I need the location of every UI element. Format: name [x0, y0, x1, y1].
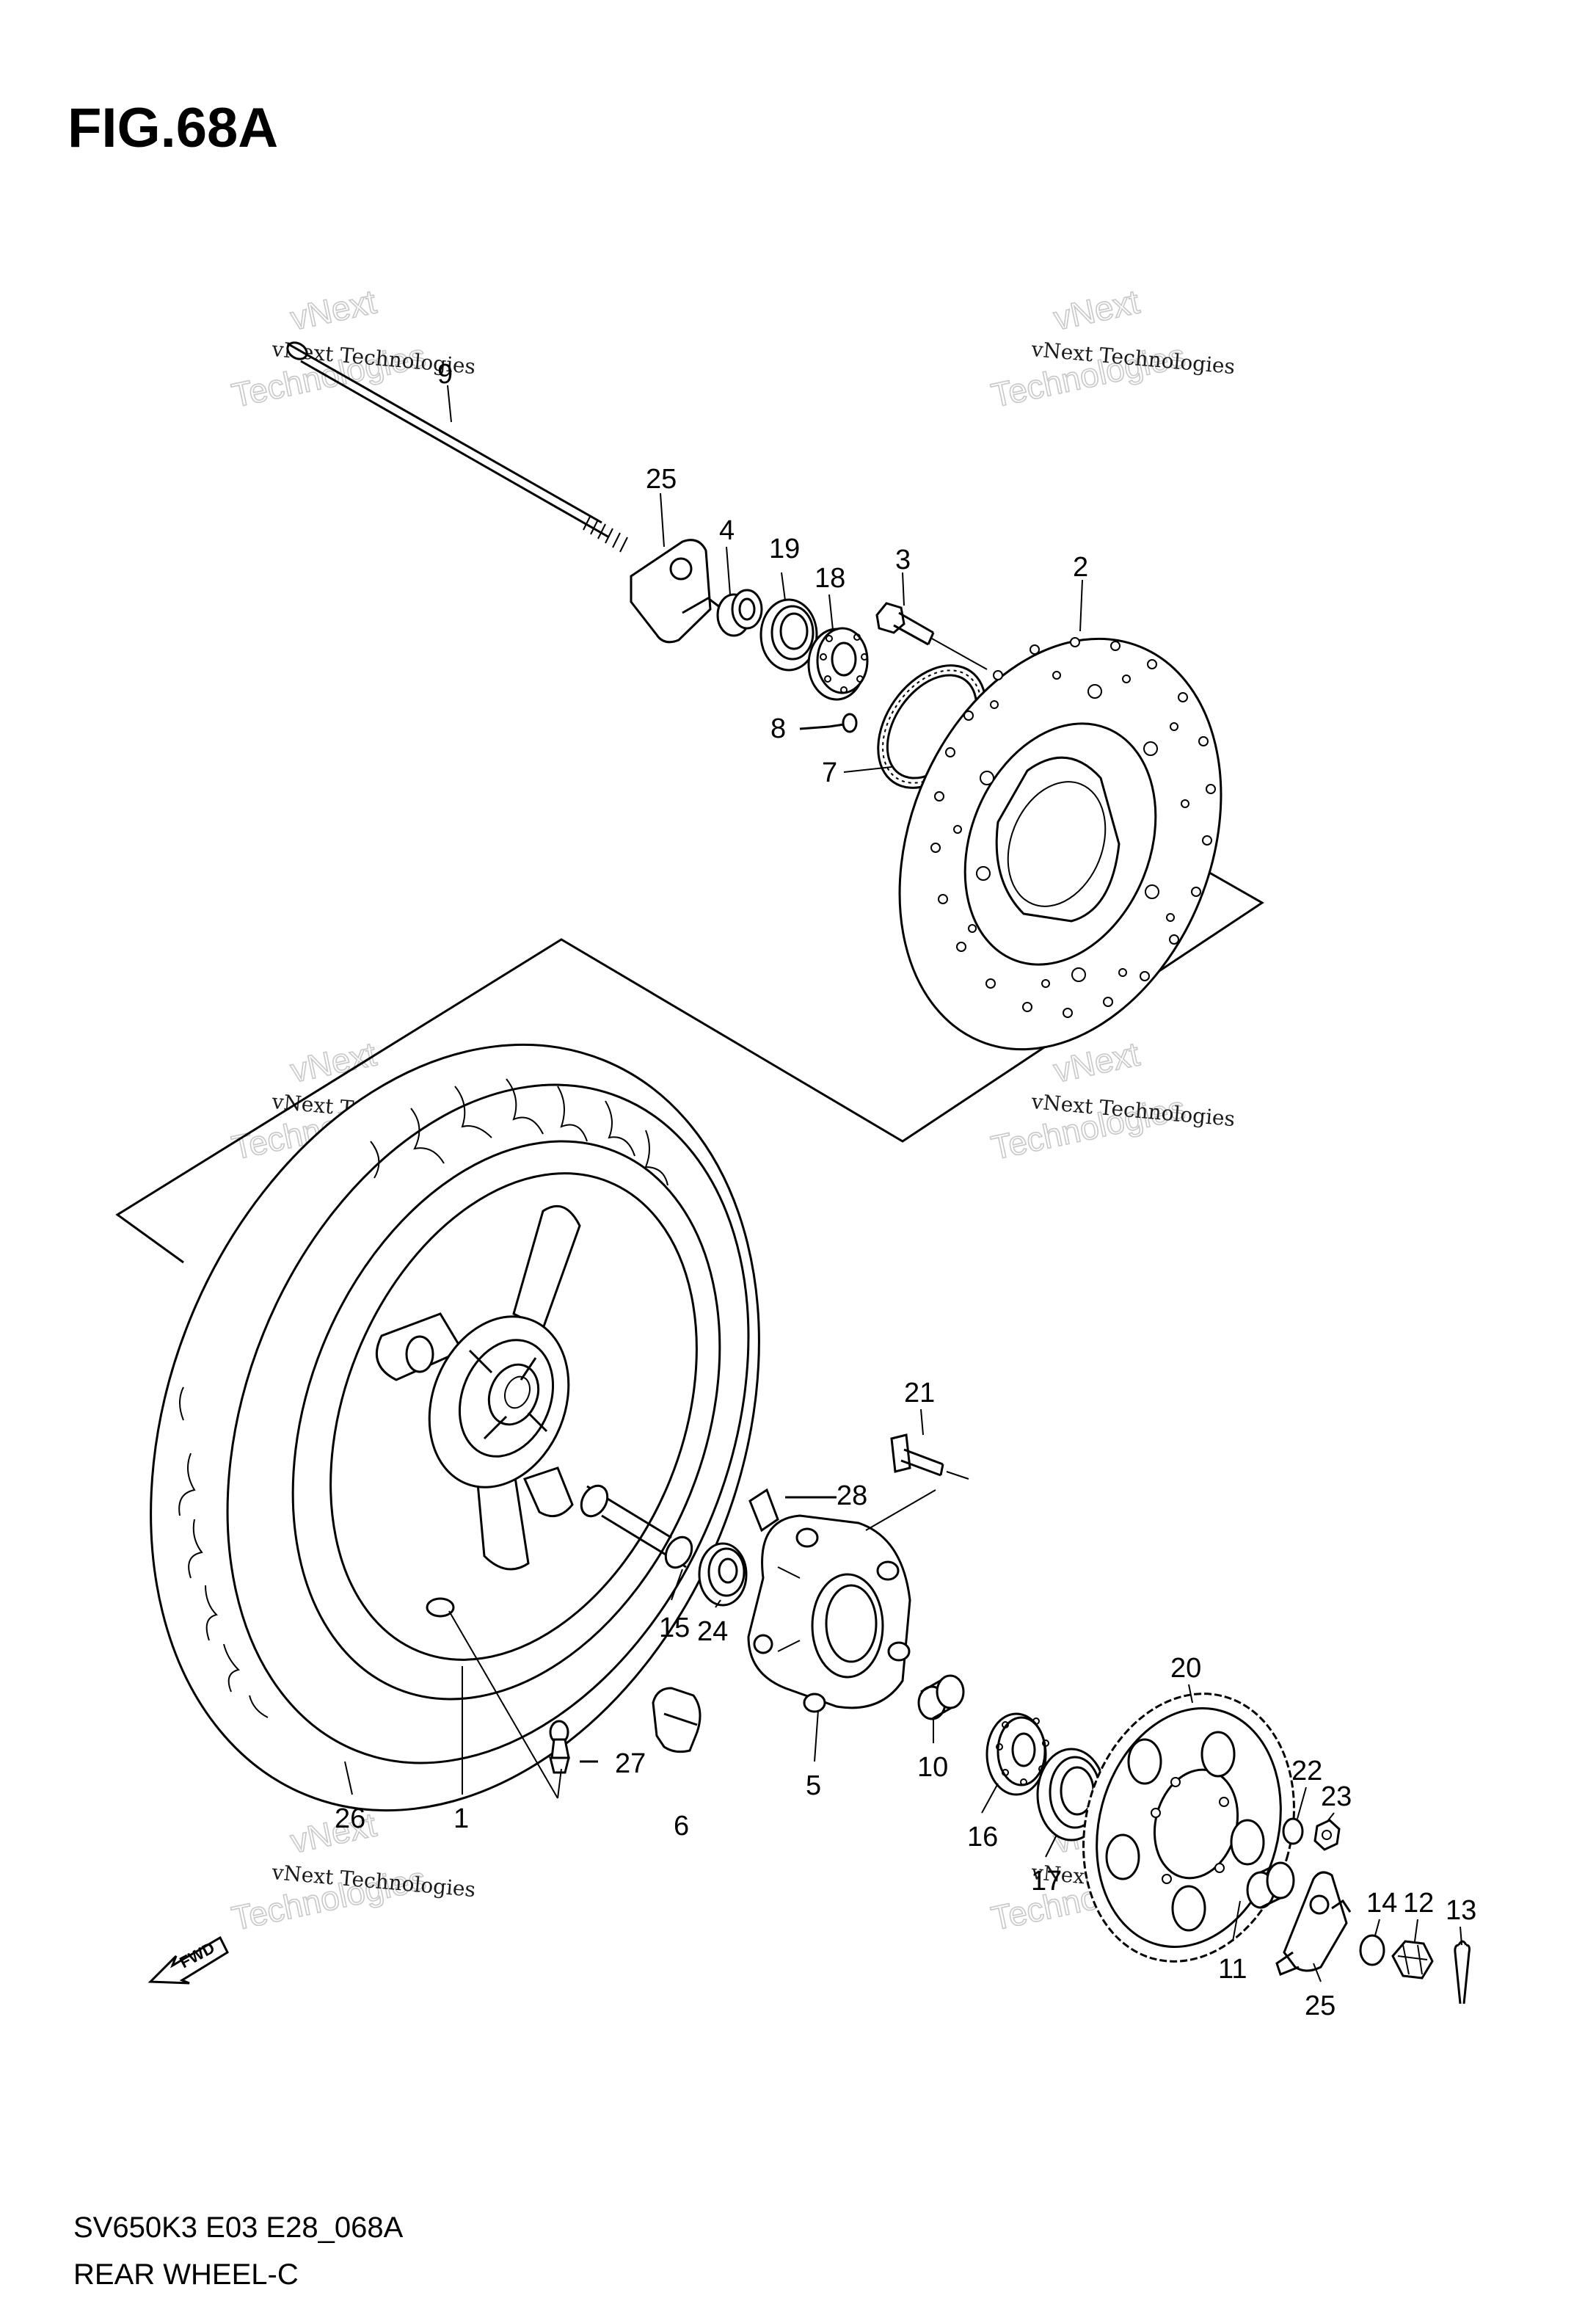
leader-lines [344, 385, 1462, 1982]
svg-text:vNext: vNext [287, 1805, 379, 1860]
svg-text:vNext: vNext [1050, 282, 1143, 337]
callout-19: 19 [769, 534, 800, 564]
disc-bolt-3 [875, 602, 988, 670]
screw-8 [799, 713, 858, 733]
callout-15: 15 [659, 1613, 690, 1643]
callout-1: 1 [453, 1803, 469, 1834]
oil-seal-19 [759, 598, 818, 672]
axle-plate-left [630, 539, 712, 644]
spacer-4 [716, 589, 763, 637]
callout-labels: 9 25 4 19 18 3 2 8 7 21 28 15 24 5 27 6 … [335, 359, 1476, 2021]
callout-14: 14 [1366, 1888, 1397, 1919]
wheel-1 [291, 1140, 721, 1701]
callout-11: 11 [1218, 1954, 1247, 1985]
valve-27 [549, 1720, 598, 1774]
spacer-10 [917, 1674, 965, 1720]
callout-28: 28 [837, 1480, 867, 1511]
svg-text:vNext: vNext [287, 282, 379, 337]
callout-27: 27 [615, 1748, 646, 1779]
axle-plate-right [1275, 1871, 1352, 1976]
callout-8: 8 [770, 713, 786, 744]
bearing-16 [985, 1712, 1049, 1796]
figure-name: REAR WHEEL-C [73, 2258, 299, 2291]
callout-4: 4 [719, 515, 735, 546]
callout-24: 24 [697, 1616, 728, 1647]
callout-21: 21 [904, 1378, 935, 1408]
sprocket-drum-5 [747, 1489, 936, 1713]
callout-16: 16 [967, 1822, 998, 1853]
spacer-11 [1246, 1861, 1295, 1909]
spacer-15 [580, 1484, 693, 1569]
bearing-18 [807, 627, 869, 701]
callout-18: 18 [815, 563, 845, 594]
figure-code: SV650K3 E03 E28_068A [73, 2211, 404, 2244]
callout-22: 22 [1291, 1756, 1322, 1786]
watermark-top-right: vNext Technologies vNext Technologies [987, 282, 1236, 415]
bearing-24 [698, 1542, 748, 1607]
washer-14 [1359, 1934, 1385, 1966]
callout-6: 6 [674, 1811, 689, 1842]
callout-7: 7 [822, 757, 837, 788]
cushion-6 [652, 1687, 702, 1753]
watermark-mid-right: vNext Technologies vNext Technologies [987, 1034, 1236, 1168]
watermark-top-left: vNext Technologies vNext Technologies [227, 282, 476, 415]
rear-axle [286, 341, 628, 553]
callout-3: 3 [895, 545, 911, 575]
callout-13: 13 [1446, 1895, 1476, 1926]
forward-arrow-icon: FWD [147, 1935, 229, 1985]
callout-9: 9 [437, 359, 453, 390]
nut-23 [1313, 1819, 1341, 1851]
callout-25-right: 25 [1305, 1991, 1336, 2021]
brake-disc-2 [898, 637, 1222, 1051]
callout-23: 23 [1321, 1781, 1352, 1812]
figure-title: FIG.68A [68, 97, 278, 159]
callout-17: 17 [1031, 1866, 1062, 1897]
callout-25-left: 25 [646, 464, 677, 495]
pin-28 [748, 1488, 837, 1533]
callout-2: 2 [1073, 552, 1088, 583]
washer-22 [1282, 1817, 1304, 1845]
callout-5: 5 [806, 1770, 821, 1801]
assembly-boundary [115, 843, 1264, 1264]
callout-20: 20 [1170, 1653, 1201, 1684]
axle-nut-12 [1391, 1940, 1434, 1980]
cotter-pin-13 [1454, 1940, 1471, 2004]
rear-sprocket-20 [1082, 1693, 1295, 1963]
bolt-21 [890, 1433, 969, 1480]
callout-12: 12 [1403, 1888, 1434, 1919]
callout-26: 26 [335, 1803, 365, 1834]
callout-10: 10 [917, 1752, 948, 1783]
